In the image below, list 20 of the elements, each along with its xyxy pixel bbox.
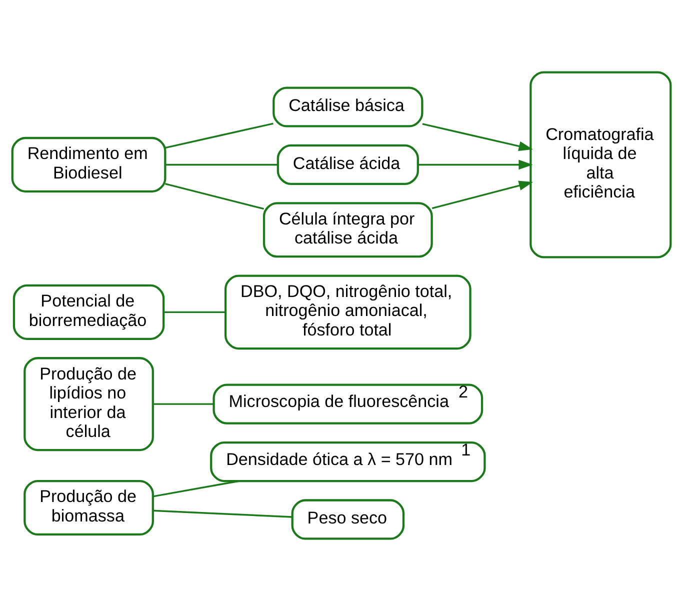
node-box: Catálise ácida bbox=[276, 144, 419, 185]
connector bbox=[165, 122, 274, 148]
node-box: DBO, DQO, nitrogênio total, nitrogênio amoniacal, fósforo total bbox=[224, 274, 472, 350]
arrow bbox=[432, 180, 533, 209]
arrow bbox=[422, 122, 533, 150]
node-box: Produção de biomassa bbox=[24, 479, 154, 536]
node-box: Catálise básica bbox=[272, 86, 424, 127]
node-box: Peso seco bbox=[291, 498, 405, 540]
connector bbox=[153, 509, 292, 518]
node-box: Célula íntegra por catálise ácida bbox=[262, 202, 433, 258]
arrow bbox=[418, 159, 533, 170]
connector bbox=[165, 182, 264, 210]
node-box: Cromatografia líquida de alta eficiência bbox=[530, 70, 672, 258]
node-box: Potencial de biorremediação bbox=[12, 284, 165, 340]
connector bbox=[164, 310, 226, 313]
node-box: Rendimento em Biodiesel bbox=[11, 136, 166, 192]
node-box: Produção de lipídios no interior da célula bbox=[24, 356, 154, 451]
connector bbox=[152, 480, 239, 497]
connector bbox=[153, 402, 214, 404]
connector bbox=[165, 163, 278, 166]
